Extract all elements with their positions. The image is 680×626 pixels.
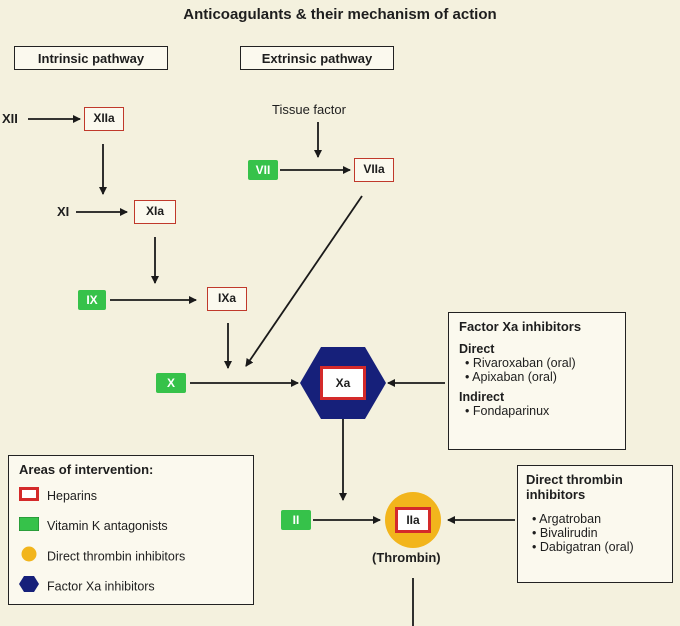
xa-indirect-label: Indirect (459, 390, 505, 404)
factor-vii: VII (248, 160, 278, 180)
factor-xiia: XIIa (84, 107, 124, 131)
extrinsic-pathway-label: Extrinsic pathway (240, 46, 394, 70)
xa-panel-heading: Factor Xa inhibitors (459, 319, 582, 334)
direct-thrombin-inhibitors-panel: Direct thrombin inhibitors Argatroban Bi… (517, 465, 673, 583)
factor-viia: VIIa (354, 158, 394, 182)
legend-item-heparins: Heparins (19, 486, 97, 506)
legend-item-xa: Factor Xa inhibitors (19, 576, 155, 596)
factor-xia: XIa (134, 200, 176, 224)
factor-ixa: IXa (207, 287, 247, 311)
factor-xi: XI (57, 204, 70, 219)
xa-drug-apixaban: Apixaban (oral) (459, 370, 615, 384)
tissue-factor: Tissue factor (272, 102, 346, 117)
diagram-title: Anticoagulants & their mechanism of acti… (183, 6, 497, 23)
xa-direct-label: Direct (459, 342, 495, 356)
factor-xa: Xa (320, 366, 366, 400)
dti-panel-heading-2: inhibitors (526, 487, 586, 502)
arrow-viia-x (245, 195, 363, 367)
factor-ii: II (281, 510, 311, 530)
xa-drug-rivaroxaban: Rivaroxaban (oral) (459, 356, 615, 370)
dti-panel-heading-1: Direct thrombin (526, 472, 623, 487)
factor-ix: IX (78, 290, 106, 310)
thrombin-label: (Thrombin) (372, 550, 441, 565)
red-outline-square-icon (19, 486, 39, 507)
yellow-circle-icon (19, 546, 39, 568)
legend-heading: Areas of intervention: (19, 462, 154, 477)
dti-drug-argatroban: Argatroban (526, 512, 664, 526)
green-square-icon (18, 516, 40, 537)
dti-drug-dabigatran: Dabigatran (oral) (526, 540, 664, 554)
intrinsic-pathway-label: Intrinsic pathway (14, 46, 168, 70)
dti-drug-bivalirudin: Bivalirudin (526, 526, 664, 540)
navy-hexagon-icon (19, 576, 39, 598)
legend-item-vitamin-k: Vitamin K antagonists (18, 516, 168, 537)
factor-xii: XII (2, 111, 18, 126)
factor-iia: IIa (395, 507, 431, 533)
legend-panel: Areas of intervention: Heparins Vitamin … (8, 455, 254, 605)
factor-xa-inhibitors-panel: Factor Xa inhibitors Direct Rivaroxaban … (448, 312, 626, 450)
legend-item-dti: Direct thrombin inhibitors (19, 546, 185, 566)
xa-drug-fondaparinux: Fondaparinux (459, 404, 615, 418)
factor-x: X (156, 373, 186, 393)
